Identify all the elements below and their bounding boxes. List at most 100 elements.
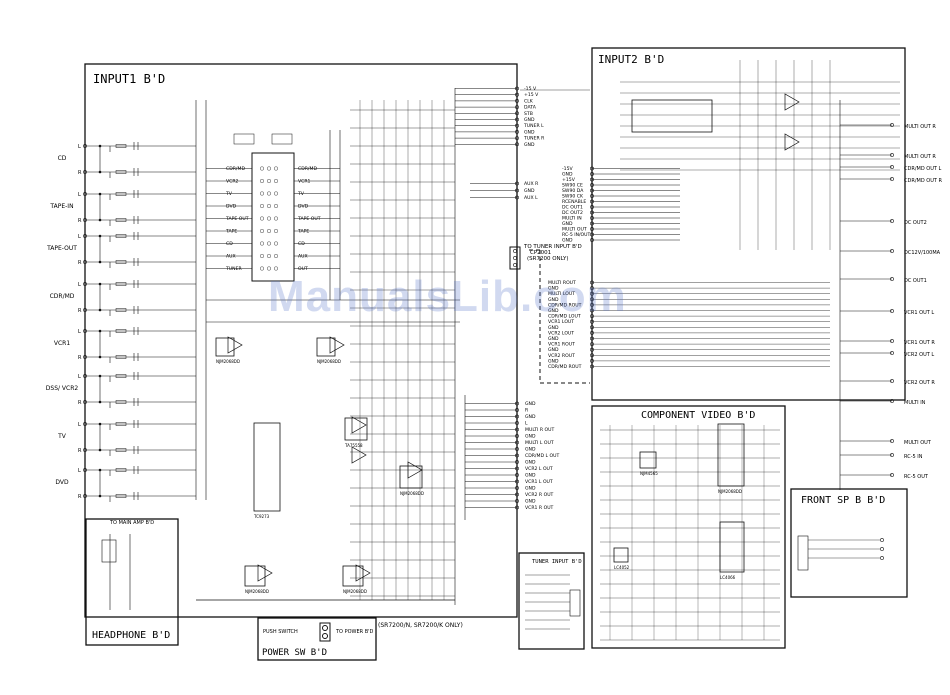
switch-contact: [274, 241, 279, 246]
output-label-13: RC-5 IN: [904, 454, 923, 460]
mid-bus-label: GND: [525, 460, 536, 466]
jack-terminal: [880, 556, 884, 560]
channel-l-label: L: [78, 468, 81, 474]
jack-terminal: [515, 92, 519, 97]
input2-bus2-label: GND: [548, 286, 559, 292]
input-label-3: CDR/MD: [50, 293, 75, 300]
channel-r-label: R: [78, 260, 82, 266]
jack-terminal: [515, 99, 519, 103]
mid-bus-label: MULTI L OUT: [525, 440, 554, 446]
ic-label: TC9273: [253, 514, 270, 519]
switch-contact: [260, 266, 265, 271]
ic-body: [342, 565, 364, 587]
input2-bus2-label: GND: [548, 297, 559, 303]
tuner-note-2: CP2001: [530, 250, 551, 256]
switch-contact: [274, 178, 279, 183]
input1-title: INPUT1 B'D: [93, 72, 165, 86]
junction: [98, 192, 102, 196]
switch-contact: [260, 178, 265, 183]
input2-bus-label: GND: [562, 221, 573, 227]
bus-pin-label: GND: [524, 117, 535, 123]
tuner-board-outline: [518, 552, 585, 650]
push-switch-label: PUSH SWITCH: [263, 629, 298, 635]
component-board-outline: [591, 405, 786, 649]
switch-contact: [267, 203, 272, 208]
jack-terminal: [515, 117, 519, 122]
input2-bus-label: GND: [562, 238, 573, 244]
resistor: [115, 218, 127, 222]
input2-bus2-label: GND: [548, 358, 559, 364]
tuner-connector: [509, 246, 521, 270]
output-label-14: RC-5 OUT: [904, 474, 929, 480]
power-pin-2: [322, 633, 328, 639]
power-connector: [319, 622, 331, 642]
channel-r-label: R: [78, 494, 82, 500]
channel-l-label: L: [78, 192, 81, 198]
junction: [98, 260, 102, 264]
switch-contact: [260, 253, 265, 258]
selector-right-label: AUX: [298, 254, 308, 260]
channel-l-label: L: [78, 422, 81, 428]
input2-bus2-label: CDR/MD LOUT: [548, 314, 581, 320]
output-label-0: MULTI OUT R: [904, 124, 936, 130]
mid-bus-label: GND: [525, 473, 536, 479]
resistor: [115, 144, 127, 148]
switch-contact: [260, 241, 265, 246]
input2-bus2-label: VCR2 ROUT: [548, 353, 575, 359]
switch-contact: [267, 253, 272, 258]
ic-label: NJM2068DD: [317, 359, 341, 364]
mid-bus-label: CDR/MD L OUT: [525, 453, 559, 459]
channel-l-label: L: [78, 374, 81, 380]
junction: [98, 282, 102, 286]
ic-label: LC4052: [614, 565, 630, 570]
input2-bus-label: DC OUT2: [562, 210, 583, 216]
input2-bus2-label: GND: [548, 336, 559, 342]
bus-pin-label: CLK: [524, 98, 534, 104]
junction: [98, 400, 102, 404]
input2-bus2-label: GND: [548, 325, 559, 331]
ic-body: [253, 422, 281, 512]
tuner-conn: [569, 589, 581, 617]
selector-ic: [251, 152, 295, 282]
selector-right-label: DVD: [298, 204, 309, 210]
mid-bus-label: GND: [525, 499, 536, 505]
selector-left-label: CD: [226, 241, 233, 247]
switch-contact: [260, 216, 265, 221]
resistor: [115, 308, 127, 312]
model-note: (SR7200/N, SR7200/K ONLY): [378, 622, 463, 629]
headphone-jack: [101, 539, 117, 563]
opamp: [407, 461, 423, 479]
input-label-7: DVD: [55, 479, 69, 486]
mid-bus-label: VCR1 L OUT: [525, 479, 553, 485]
junction: [98, 308, 102, 312]
ic-body: [316, 337, 336, 357]
ic-body: [344, 417, 368, 441]
ic-body: [399, 465, 423, 489]
frontsp-connector: [797, 535, 809, 571]
selector-left-label: TAPE OUT: [225, 216, 249, 222]
output-label-11: MULTI IN: [904, 400, 926, 406]
resistor: [115, 282, 127, 286]
junction: [98, 374, 102, 378]
jack-terminal: [513, 263, 517, 267]
input1-board-outline: [84, 63, 518, 618]
junction: [98, 355, 102, 359]
resistor: [115, 170, 127, 174]
channel-l-label: L: [78, 329, 81, 335]
power-title: POWER SW B'D: [262, 648, 327, 658]
bus-pin-label: -15 V: [524, 86, 537, 92]
input2-board-outline: [591, 47, 906, 401]
input2-bus-label: SW90 DA: [562, 188, 584, 194]
opamp: [351, 416, 367, 434]
switch-contact: [267, 178, 272, 183]
bus-pin-label: GND: [524, 142, 535, 148]
mid-bus-label: GND: [525, 434, 536, 440]
ic-body: [244, 565, 266, 587]
resistor: [115, 234, 127, 238]
